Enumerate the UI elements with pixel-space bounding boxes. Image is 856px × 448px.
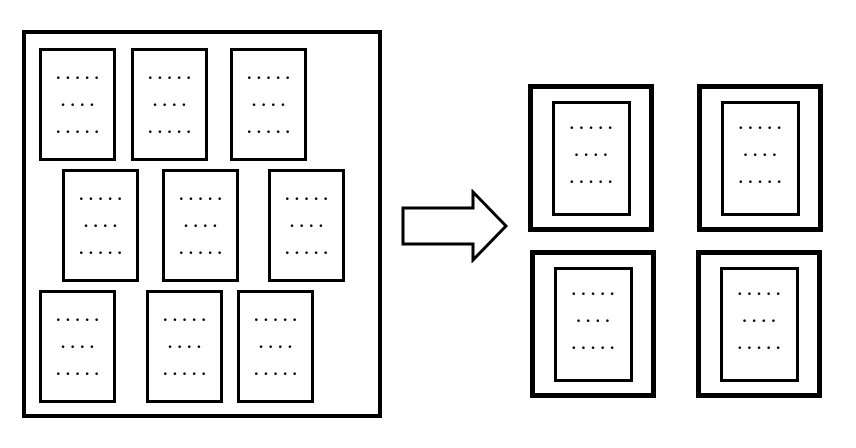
- document-card: ••••••••••••••: [162, 169, 239, 282]
- dot-line: ••••: [251, 101, 290, 111]
- dot-line: ••••: [258, 343, 297, 353]
- document-card: ••••••••••••••: [62, 169, 139, 282]
- dot-line: •••••: [55, 74, 104, 84]
- dot-line: •••••: [147, 74, 196, 84]
- dot-line: ••••: [573, 150, 613, 161]
- dot-line: •••••: [178, 249, 227, 259]
- dot-line: ••••: [60, 101, 99, 111]
- dot-line: ••••: [83, 222, 122, 232]
- dot-line: •••••: [284, 195, 333, 205]
- dot-line: •••••: [55, 128, 104, 138]
- dot-line: •••••: [571, 289, 620, 300]
- dot-line: •••••: [284, 249, 333, 259]
- framed-card-page: ••••••••••••••: [719, 266, 799, 382]
- dot-line: •••••: [147, 128, 196, 138]
- dot-line: •••••: [246, 74, 295, 84]
- dot-line: ••••: [575, 316, 615, 327]
- dot-line: ••••: [741, 316, 781, 327]
- dot-line: ••••: [183, 222, 222, 232]
- dot-line: •••••: [738, 123, 787, 134]
- card-collection-box: ••••••••••••••••••••••••••••••••••••••••…: [22, 30, 382, 418]
- dot-line: •••••: [253, 370, 302, 380]
- document-card: ••••••••••••••: [268, 169, 345, 282]
- framed-card: ••••••••••••••: [696, 250, 822, 398]
- dot-line: •••••: [55, 370, 104, 380]
- document-card: ••••••••••••••: [146, 290, 223, 403]
- dot-line: •••••: [569, 177, 618, 188]
- dot-line: •••••: [162, 316, 211, 326]
- dot-line: •••••: [162, 370, 211, 380]
- dot-line: ••••: [289, 222, 328, 232]
- dot-line: •••••: [253, 316, 302, 326]
- document-card: ••••••••••••••: [131, 48, 208, 161]
- framed-card-page: ••••••••••••••: [553, 266, 633, 382]
- document-card: ••••••••••••••: [39, 48, 116, 161]
- framed-card-page: ••••••••••••••: [720, 100, 800, 216]
- dot-line: ••••: [152, 101, 191, 111]
- framed-card: ••••••••••••••: [528, 84, 654, 232]
- dot-line: ••••: [167, 343, 206, 353]
- right-arrow-shape: [401, 189, 509, 263]
- dot-line: •••••: [78, 249, 127, 259]
- dot-line: ••••: [742, 150, 782, 161]
- dot-line: •••••: [571, 343, 620, 354]
- framed-card: ••••••••••••••: [530, 250, 656, 398]
- dot-line: •••••: [569, 123, 618, 134]
- framed-card-page: ••••••••••••••: [551, 100, 631, 216]
- dot-line: •••••: [178, 195, 227, 205]
- dot-line: ••••: [60, 343, 99, 353]
- document-card: ••••••••••••••: [39, 290, 116, 403]
- dot-line: •••••: [737, 289, 786, 300]
- dot-line: •••••: [738, 177, 787, 188]
- dot-line: •••••: [737, 343, 786, 354]
- framed-card: ••••••••••••••: [697, 84, 823, 232]
- dot-line: •••••: [78, 195, 127, 205]
- dot-line: •••••: [55, 316, 104, 326]
- right-arrow-icon: [401, 189, 509, 263]
- dot-line: •••••: [246, 128, 295, 138]
- document-card: ••••••••••••••: [230, 48, 307, 161]
- document-card: ••••••••••••••: [237, 290, 314, 403]
